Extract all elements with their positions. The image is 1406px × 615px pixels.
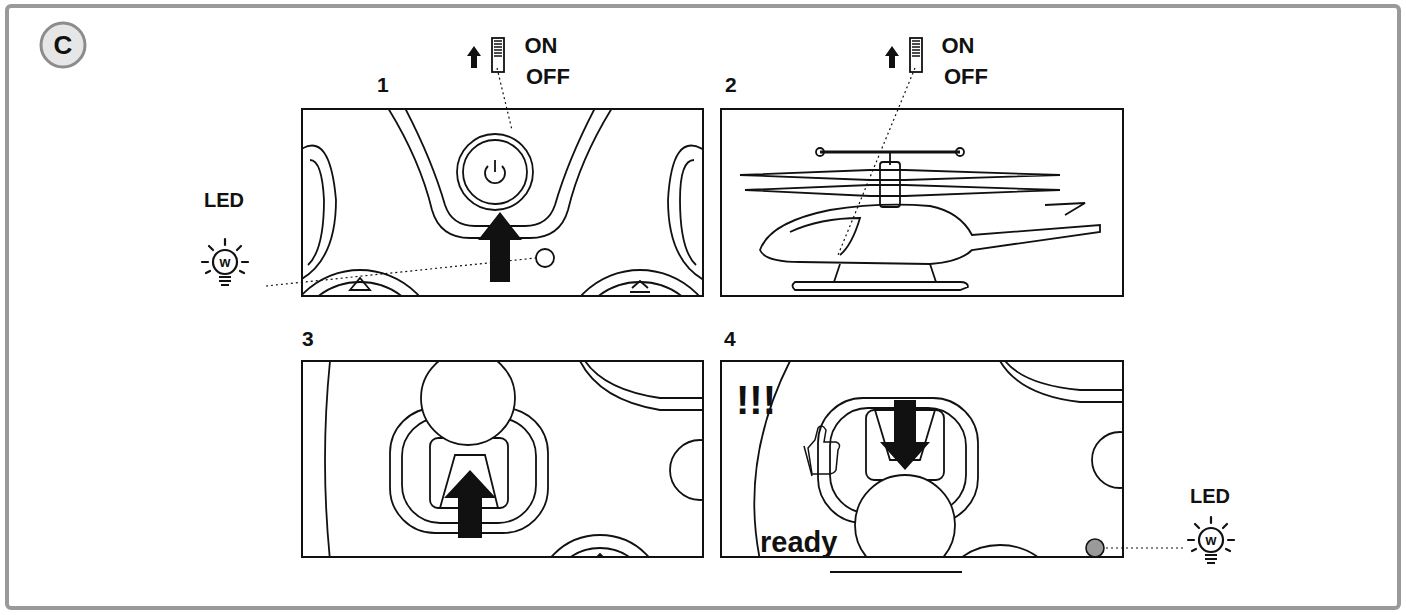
- status-text: ready: [760, 528, 837, 557]
- switch-state: OFF: [526, 66, 570, 88]
- switch-state: ON: [942, 35, 975, 57]
- step-panel: 3: [301, 360, 704, 558]
- step-panel: 1: [301, 108, 704, 297]
- step-panel: 2: [720, 108, 1124, 297]
- step-number: 4: [724, 328, 736, 349]
- section-badge: C: [41, 23, 85, 67]
- step-panel: 4!!!ready: [720, 360, 1124, 558]
- switch-state: ON: [525, 35, 558, 57]
- switch-state: OFF: [944, 66, 988, 88]
- step-number: 3: [302, 328, 314, 349]
- led-label: LED: [1190, 486, 1230, 506]
- step-number: 1: [377, 74, 389, 95]
- bulb-letter: w: [1206, 533, 1217, 547]
- bulb-letter: w: [220, 255, 231, 269]
- warning-mark: !!!: [736, 380, 776, 420]
- led-label: LED: [204, 190, 244, 210]
- section-letter: C: [54, 32, 73, 58]
- step-number: 2: [725, 74, 737, 95]
